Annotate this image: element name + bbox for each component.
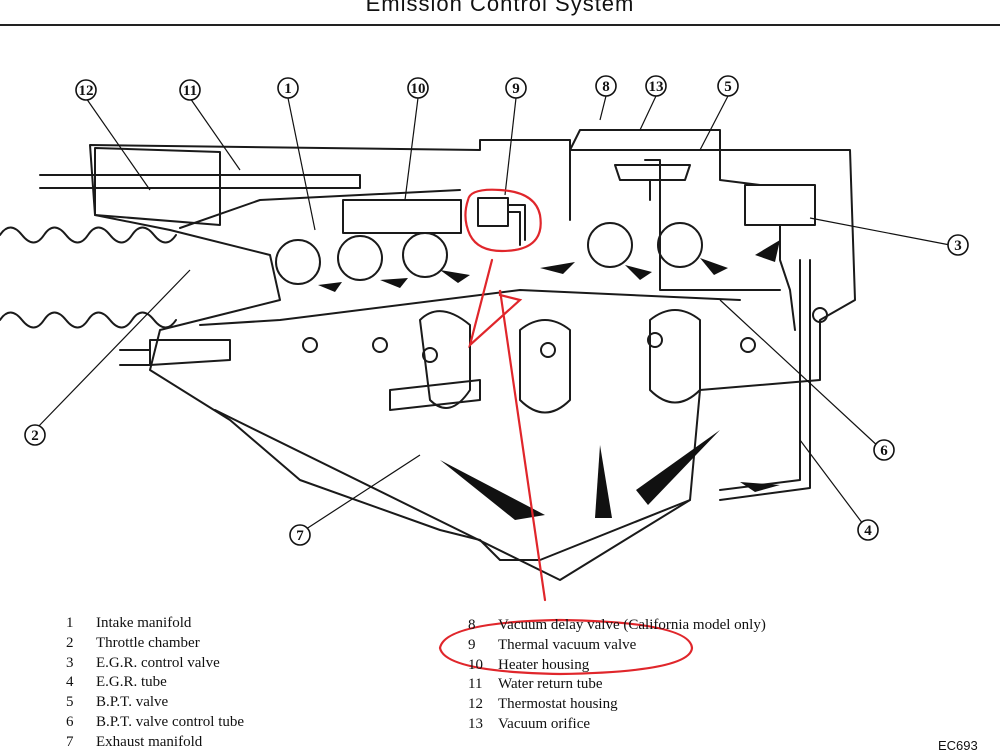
flow-arrow (625, 265, 652, 280)
red-annotation (438, 188, 694, 676)
annotation-circle-valve (464, 188, 542, 253)
page-title: Emission Control System (365, 0, 635, 16)
callouts: 12 11 1 10 9 8 13 5 3 2 6 4 7 (24, 75, 969, 546)
callout-11 (179, 79, 201, 101)
annotation-circle-legend (438, 618, 694, 676)
throttle-wave-top (0, 226, 177, 244)
throttle-wave-bottom (0, 311, 177, 329)
throttle-body (149, 339, 231, 366)
runner-port-3 (402, 232, 448, 278)
flow-arrow (440, 270, 470, 283)
svg-text:11: 11 (183, 83, 197, 99)
flow-arrow (318, 282, 342, 292)
exhaust-arrow (595, 445, 612, 518)
annotation-pointer (468, 258, 547, 602)
exhaust-arrow (440, 460, 545, 520)
svg-text:10: 10 (411, 81, 426, 97)
callout-7 (289, 524, 311, 546)
callout-12 (75, 79, 97, 101)
flow-arrow (755, 240, 780, 262)
leader-lines (34, 95, 951, 534)
callout-6 (873, 439, 895, 461)
svg-text:6: 6 (880, 443, 888, 459)
egr-valve-shape (744, 184, 816, 226)
runner-port-5 (657, 222, 703, 268)
callout-5 (717, 75, 739, 97)
callout-13 (645, 75, 667, 97)
water-return-tube (39, 174, 361, 189)
svg-text:1: 1 (284, 81, 292, 97)
bpt-control-tube (199, 289, 741, 326)
callout-3 (947, 234, 969, 256)
flow-arrow (540, 262, 575, 274)
svg-text:12: 12 (79, 83, 94, 99)
svg-text:7: 7 (296, 528, 304, 544)
thermostat-housing-shape (94, 147, 221, 226)
svg-text:3: 3 (954, 238, 962, 254)
title-rule (0, 24, 1000, 26)
svg-text:9: 9 (512, 81, 520, 97)
flow-arrow (380, 278, 408, 288)
vacuum-line-top (569, 129, 761, 221)
exhaust-cone (214, 409, 691, 581)
callout-2 (24, 424, 46, 446)
svg-text:4: 4 (864, 523, 872, 539)
svg-text:2: 2 (31, 428, 39, 444)
callout-8 (595, 75, 617, 97)
callout-9 (505, 77, 527, 99)
svg-text:8: 8 (602, 79, 610, 95)
flow-arrows (318, 240, 780, 520)
egr-tube (719, 259, 811, 501)
runner-port-4 (587, 222, 633, 268)
figure-code: EC693 (938, 738, 978, 753)
callout-1 (277, 77, 299, 99)
exhaust-arrow (636, 430, 720, 505)
callout-10 (407, 77, 429, 99)
flow-arrow (700, 258, 728, 275)
flow-arrow (740, 482, 780, 492)
bpt-valve-shape (614, 164, 691, 181)
callout-4 (857, 519, 879, 541)
svg-text:5: 5 (724, 79, 732, 95)
runner-port-1 (275, 239, 321, 285)
thermal-vacuum-valve-shape (477, 197, 509, 227)
heater-housing-shape (342, 199, 462, 234)
svg-text:13: 13 (649, 79, 664, 95)
runner-port-2 (337, 235, 383, 281)
